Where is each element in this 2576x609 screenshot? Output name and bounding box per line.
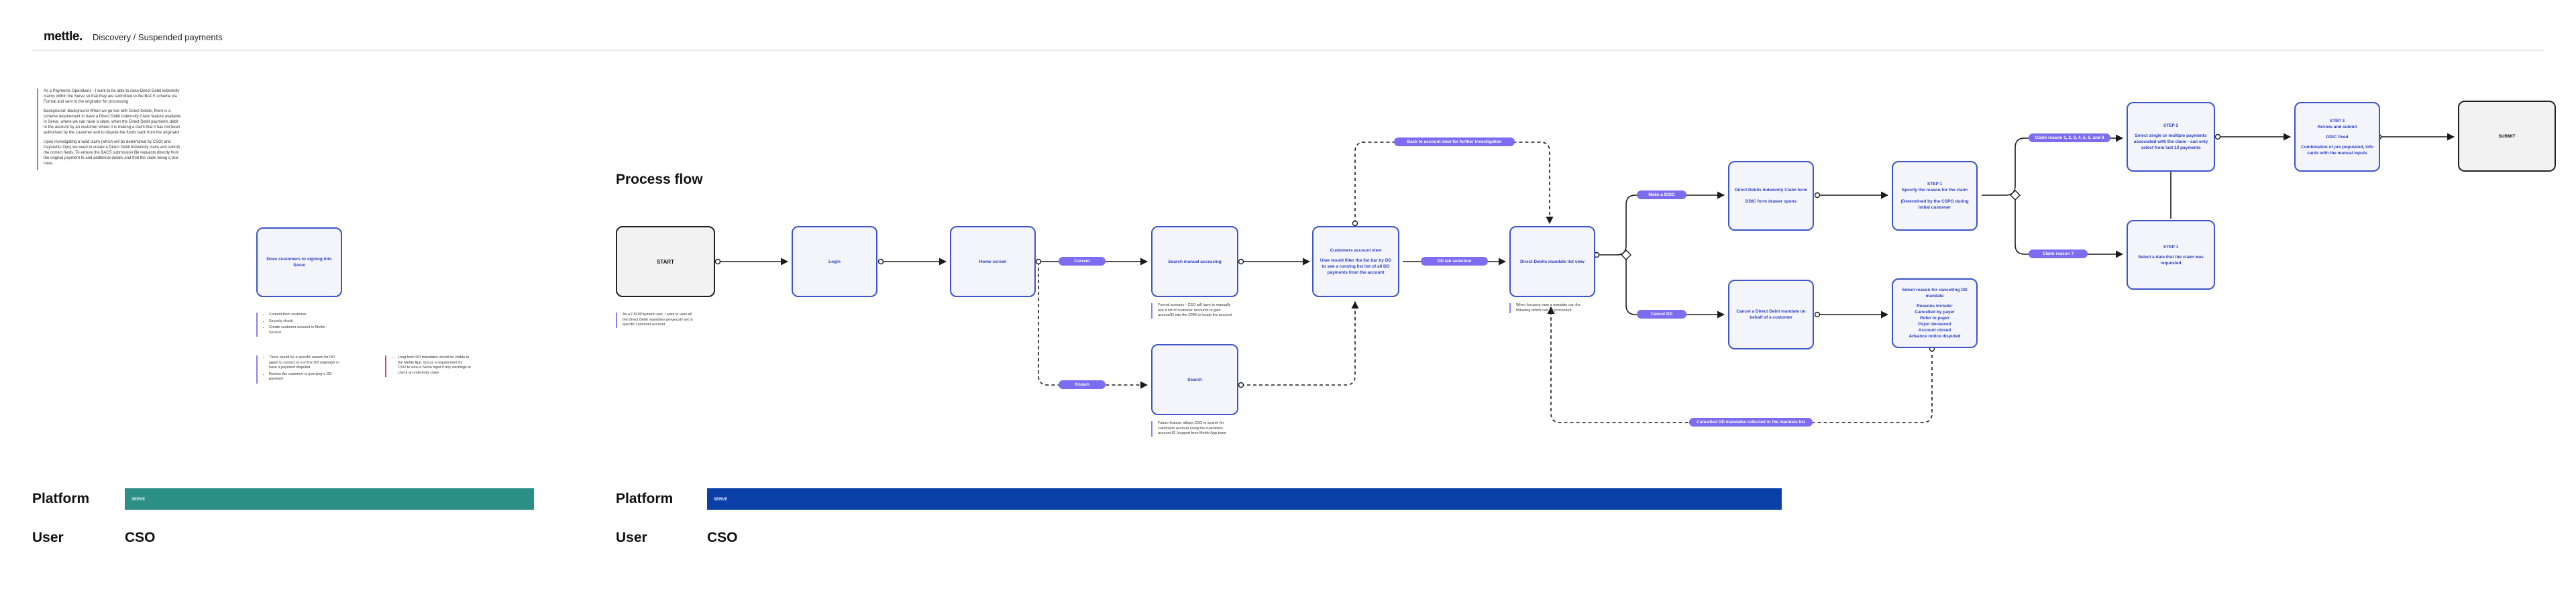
- note-ddlist: When focusing view a mandate can the fol…: [1509, 303, 1590, 313]
- node-cancel-mandate[interactable]: Cancel a Direct Debit mandate on behalf …: [1728, 280, 1814, 349]
- lane-user-label: User: [616, 530, 647, 545]
- platform-bar-right: SERVE: [707, 488, 1782, 510]
- node-label: Does customers to signing into Serve: [266, 257, 332, 268]
- node-dd-mandate-list[interactable]: Direct Debits mandate list view: [1509, 226, 1595, 297]
- lane-user-label: User: [32, 530, 64, 545]
- breadcrumb: Discovery / Suspended payments: [93, 32, 223, 42]
- node-start[interactable]: START: [616, 226, 715, 297]
- note-text: Formal scenario - CSO will have to manua…: [1158, 303, 1232, 317]
- node-step1-reason[interactable]: STEP 1 Specify the reason for the claim …: [1892, 161, 1978, 231]
- node-label: SUBMIT: [2498, 133, 2516, 139]
- node-cancel-reason[interactable]: Select reason for cancelling DD mandate …: [1892, 278, 1978, 348]
- node-step2[interactable]: STEP 2 Select single or multiple payment…: [2127, 102, 2215, 172]
- pill-cancelled-mandates: Cancelled DD mandates reflected in the m…: [1689, 418, 1813, 427]
- pill-dd-tab: DD tab selection: [1421, 257, 1488, 266]
- pill-cancel-dd: Cancel DD: [1637, 310, 1686, 319]
- intro-paragraph: Upon investigating a valid claim (which …: [44, 140, 180, 166]
- platform-bar-left: SERVE: [125, 488, 534, 510]
- node-label: Home screen: [979, 259, 1007, 264]
- node-text: Combination of pre populated, info cards…: [2301, 144, 2373, 156]
- node-text: Advance notice disputed: [1909, 334, 1961, 339]
- bullet: Content from customer: [269, 313, 337, 318]
- node-label: Direct Debits mandate list view: [1520, 259, 1585, 264]
- note-text: As a CSO/Payment user, I want to view al…: [623, 313, 693, 327]
- intro-text: As a Payments Operations - I want to be …: [37, 89, 181, 170]
- node-label: START: [656, 258, 675, 265]
- process-flow-title: Process flow: [616, 172, 703, 187]
- node-label: Login: [828, 259, 841, 264]
- node-title: Customers account view: [1330, 248, 1382, 253]
- pill-known: Known: [1059, 380, 1106, 389]
- node-text: Review and submit: [2317, 124, 2357, 129]
- bullet: Security check: [269, 319, 337, 325]
- lane-user-value: CSO: [125, 530, 156, 545]
- note-long-term: Long term DD mandates would be visible i…: [385, 355, 471, 377]
- node-text: (Determined by the CSPO during initial c…: [1900, 199, 1969, 210]
- node-title: STEP 1: [2163, 244, 2179, 250]
- node-title: STEP 3: [2329, 118, 2345, 123]
- node-text: Account closed: [1918, 328, 1951, 333]
- lane-platform-label: Platform: [32, 491, 90, 506]
- bullet: Review the customer is querying a DD pay…: [269, 372, 342, 382]
- node-sign-in[interactable]: Does customers to signing into Serve: [256, 227, 342, 297]
- bullet: Create customer account in Mettle Servic…: [269, 325, 337, 335]
- node-submit[interactable]: SUBMIT: [2458, 101, 2556, 172]
- pill-make-ddic: Make a DDIC: [1637, 190, 1686, 199]
- node-step1-date[interactable]: STEP 1 Select a date that the claim was …: [2127, 220, 2215, 290]
- node-title: Direct Debits Indemnity Claim form: [1734, 188, 1808, 192]
- bullet: Long term DD mandates would be visible i…: [398, 355, 471, 376]
- note-reason: There would be a specific reason for DD …: [256, 355, 342, 384]
- pill-claim-reasons: Claim reason 1, 2, 3, 4, 5, 6, and 8: [2029, 133, 2110, 142]
- node-text: Reasons include:: [1917, 304, 1953, 309]
- node-search[interactable]: Search: [1151, 344, 1238, 415]
- header-divider: [32, 50, 2544, 51]
- node-text: DDIC form drawer opens: [1745, 199, 1797, 204]
- lane-user-value: CSO: [707, 530, 738, 545]
- node-label: Search manual accessing: [1168, 259, 1222, 264]
- node-title: Select reason for cancelling DD mandate: [1902, 288, 1968, 298]
- note-customer-check: Content from customer Security check Cre…: [256, 313, 337, 337]
- brand-logo: mettle.: [44, 30, 83, 44]
- pill-current: Current: [1059, 257, 1106, 266]
- note-search: Future feature: allows CSO to search for…: [1151, 421, 1233, 437]
- node-text: DDIC fixed: [2326, 134, 2349, 140]
- lane-platform-label: Platform: [616, 491, 674, 506]
- node-text: User would filter the list bar by DD to …: [1320, 258, 1392, 275]
- node-text: Payer deceased: [1918, 322, 1951, 327]
- note-text: Future feature: allows CSO to search for…: [1158, 421, 1226, 435]
- node-text: Refer to payer: [1920, 316, 1949, 321]
- note-manual: Formal scenario - CSO will have to manua…: [1151, 303, 1233, 319]
- node-home[interactable]: Home screen: [950, 226, 1036, 297]
- pill-claim-reason-7: Claim reason 7: [2029, 250, 2088, 258]
- node-manual-search[interactable]: Search manual accessing: [1151, 226, 1238, 297]
- node-step3[interactable]: STEP 3 Review and submit DDIC fixed Comb…: [2294, 102, 2380, 172]
- note-start: As a CSO/Payment user, I want to view al…: [616, 313, 696, 328]
- node-text: Specify the reason for the claim: [1901, 188, 1968, 192]
- node-text: Cancelled by payer: [1915, 310, 1955, 315]
- node-text: Select a date that the claim was request…: [2138, 254, 2204, 266]
- node-customer-account[interactable]: Customers account view User would filter…: [1312, 226, 1399, 297]
- node-title: STEP 1: [1927, 182, 1943, 186]
- bullet: There would be a specific reason for DD …: [269, 355, 342, 371]
- intro-paragraph: As a Payments Operations - I want to be …: [44, 89, 180, 104]
- intro-paragraph: Background: Background When we go live w…: [44, 109, 181, 135]
- note-text: When focusing view a mandate can the fol…: [1516, 303, 1581, 313]
- node-login[interactable]: Login: [792, 226, 877, 297]
- node-label: Cancel a Direct Debit mandate on behalf …: [1736, 309, 1806, 320]
- pill-back-to-account: Back to account view for further investi…: [1394, 137, 1515, 146]
- node-label: Search: [1187, 377, 1202, 382]
- node-title: STEP 2: [2163, 123, 2179, 128]
- node-ddic-form[interactable]: Direct Debits Indemnity Claim form DDIC …: [1728, 161, 1814, 231]
- node-text: Select single or multiple payments assoc…: [2133, 133, 2208, 150]
